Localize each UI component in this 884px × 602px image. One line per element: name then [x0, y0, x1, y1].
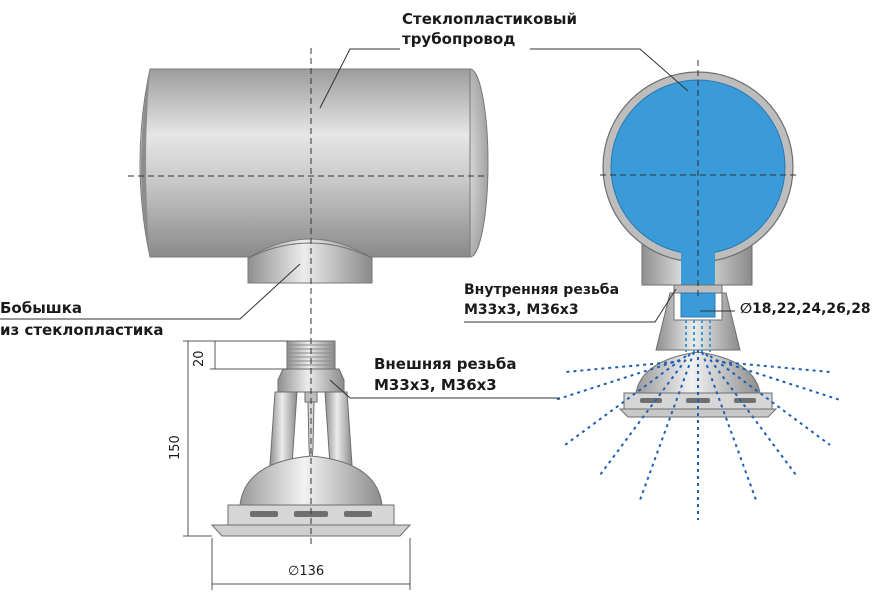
outer-thread-label-line1: Внешняя резьба [374, 355, 517, 373]
boss-label-line1: Бобышка [0, 299, 83, 317]
boss [247, 238, 373, 284]
pipe-cross-section [602, 71, 794, 418]
dimension-lines [183, 340, 411, 590]
pipe-label-line1: Стеклопластиковый [402, 10, 577, 28]
pipe-label-line2: трубопровод [402, 30, 516, 48]
spray-pattern [554, 350, 841, 520]
inner-thread-label-line1: Внутренняя резьба [464, 282, 620, 298]
outer-thread-label-line2: M33x3, M36x3 [374, 376, 497, 394]
right-centerlines [600, 60, 800, 300]
inner-thread-label-line2: M33x3, M36x3 [464, 302, 579, 318]
leader-lines [0, 48, 735, 399]
pipe-side-view [139, 68, 489, 258]
thread-length-dimension: 20 [192, 350, 207, 367]
base-diameter-dimension: ∅136 [288, 564, 325, 579]
boss-label-line2: из стеклопластика [0, 321, 164, 339]
left-centerlines [128, 48, 488, 545]
bore-diameters-label: ∅18,22,24,26,28 [740, 301, 871, 317]
total-height-dimension: 150 [168, 435, 183, 460]
